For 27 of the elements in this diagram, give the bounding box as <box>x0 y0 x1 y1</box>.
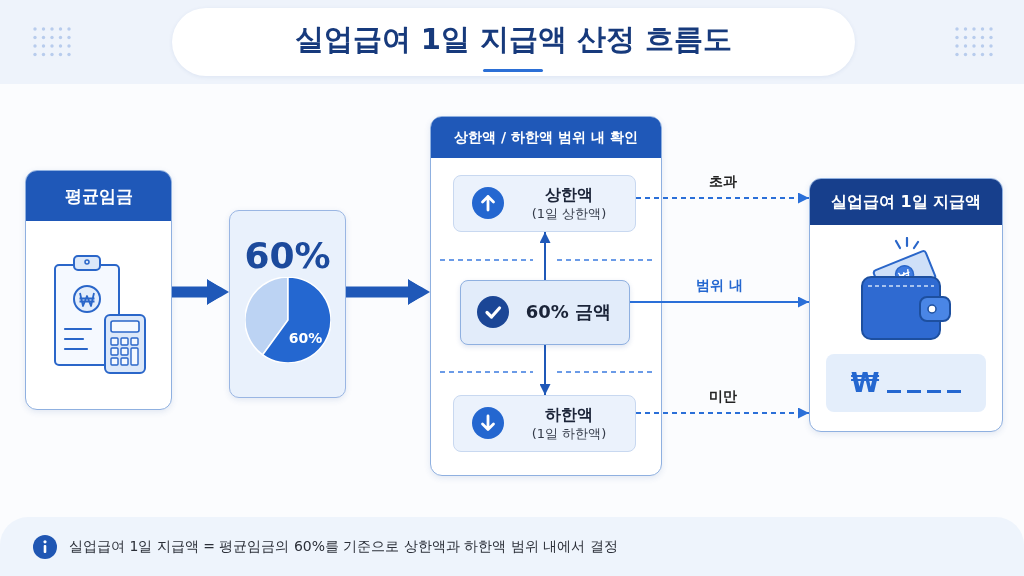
step-box <box>459 279 630 345</box>
process-card <box>809 178 1003 432</box>
step-box <box>452 394 636 452</box>
step-subtitle: (1일 상한액) <box>531 205 607 222</box>
arrow <box>539 231 551 281</box>
step-title: 60% 금액 <box>525 301 612 323</box>
group-title: 상한액 / 하한액 범위 내 확인 <box>454 129 638 146</box>
footnote: 실업급여 1일 지급액 = 평균임금의 60%를 기준으로 상한액과 하한액 범위 내에서 결정 <box>69 538 618 555</box>
card-title: 평균임금 <box>64 185 133 207</box>
step-title: 하한액 <box>545 404 593 424</box>
step-title: 상한액 <box>545 184 593 204</box>
block-arrow <box>346 279 430 305</box>
currency-sign: ₩ <box>850 370 880 396</box>
group-panel <box>430 116 662 476</box>
process-card <box>25 170 172 410</box>
pie-slice-label: 60% <box>288 331 323 347</box>
dashed-arrow <box>635 407 810 419</box>
card-title: 실업급여 1일 지급액 <box>830 192 982 212</box>
percentage-card <box>229 210 346 398</box>
percentage-value: 60% <box>244 235 331 277</box>
title: 실업급여 1일 지급액 산정 흐름도 <box>294 21 733 57</box>
arrow <box>539 344 551 396</box>
block-arrow <box>172 279 229 305</box>
dashed-arrow <box>635 192 810 204</box>
step-box <box>452 174 636 232</box>
arrow <box>629 296 810 308</box>
step-subtitle: (1일 하한액) <box>531 425 607 442</box>
